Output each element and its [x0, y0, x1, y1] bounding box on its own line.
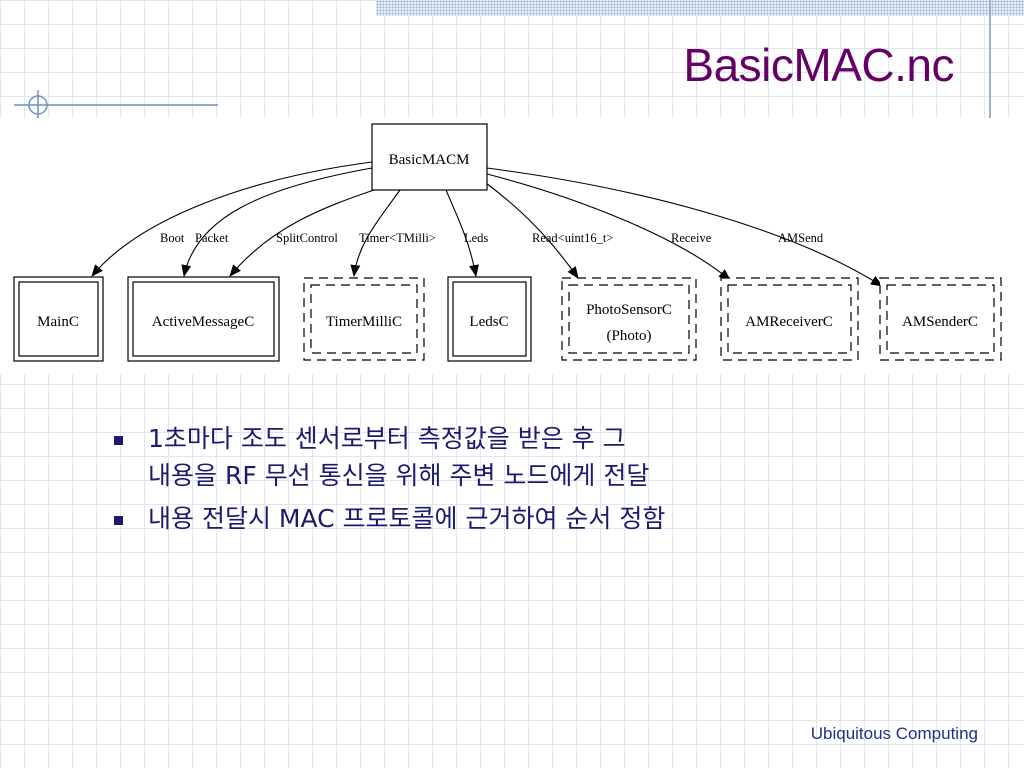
edge-timer: [350, 189, 401, 277]
bullet-text-line: 1초마다 조도 센서로부터 측정값을 받은 후 그: [148, 424, 626, 453]
node-label-mainc: MainC: [37, 314, 79, 330]
edge-label-boot: Boot: [160, 231, 185, 245]
slide-title: BasicMAC.nc: [683, 39, 954, 91]
node-mainc: [13, 276, 104, 362]
square-bullet-icon: [114, 516, 123, 525]
edge-leds: [445, 189, 479, 277]
edge-label-receive: Receive: [671, 231, 712, 245]
edge-packet: [181, 167, 373, 277]
edge-read: [481, 179, 579, 279]
bullet-list: 1초마다 조도 센서로부터 측정값을 받은 후 그 내용을 RF 무선 통신을 …: [112, 420, 912, 543]
top-decorative-band: [376, 0, 1024, 16]
bullet-text-line: 내용 전달시 MAC 프로토콜에 근거하여 순서 정함: [148, 504, 666, 533]
edge-label-timer: Timer<TMilli>: [359, 231, 436, 245]
square-bullet-icon: [114, 436, 123, 445]
node-label-basicmacm: BasicMACM: [389, 152, 470, 168]
edge-receive: [486, 173, 731, 281]
node-activemessagec: [127, 276, 280, 362]
crosshair-decoration: [14, 90, 218, 120]
component-wiring-diagram: Boot Packet SplitControl Timer<TMilli> L…: [13, 123, 1002, 362]
node-sublabel-photosensorc: (Photo): [607, 328, 652, 344]
node-amsenderc: [879, 277, 1002, 361]
bullet-item: 1초마다 조도 센서로부터 측정값을 받은 후 그 내용을 RF 무선 통신을 …: [112, 420, 912, 494]
edge-amsend: [486, 167, 883, 287]
footer-text: Ubiquitous Computing: [810, 724, 978, 743]
bullet-item: 내용 전달시 MAC 프로토콜에 근거하여 순서 정함: [112, 500, 912, 537]
edge-label-leds: Leds: [464, 231, 488, 245]
edge-label-amsend: AMSend: [778, 231, 824, 245]
edge-label-splitcontrol: SplitControl: [276, 231, 338, 245]
edge-splitcontrol: [229, 187, 381, 277]
node-label-activemessagec: ActiveMessageC: [152, 314, 254, 330]
edge-boot: [91, 161, 373, 277]
node-label-ledsc: LedsC: [469, 314, 508, 330]
edge-label-packet: Packet: [195, 231, 229, 245]
bullet-text-line: 내용을 RF 무선 통신을 위해 주변 노드에게 전달: [148, 461, 650, 490]
node-label-timermillic: TimerMilliC: [326, 314, 402, 330]
node-timermillic: [303, 277, 425, 361]
node-basicmacm: [371, 123, 488, 191]
node-label-amsenderc: AMSenderC: [902, 314, 978, 330]
node-label-amreceiverc: AMReceiverC: [745, 314, 832, 330]
title-accent-line: [989, 0, 991, 120]
node-photosensorc: [561, 277, 697, 361]
node-ledsc: [447, 276, 532, 362]
node-label-photosensorc: PhotoSensorC: [586, 302, 672, 318]
edge-label-read: Read<uint16_t>: [532, 231, 613, 245]
node-amreceiverc: [720, 277, 859, 361]
